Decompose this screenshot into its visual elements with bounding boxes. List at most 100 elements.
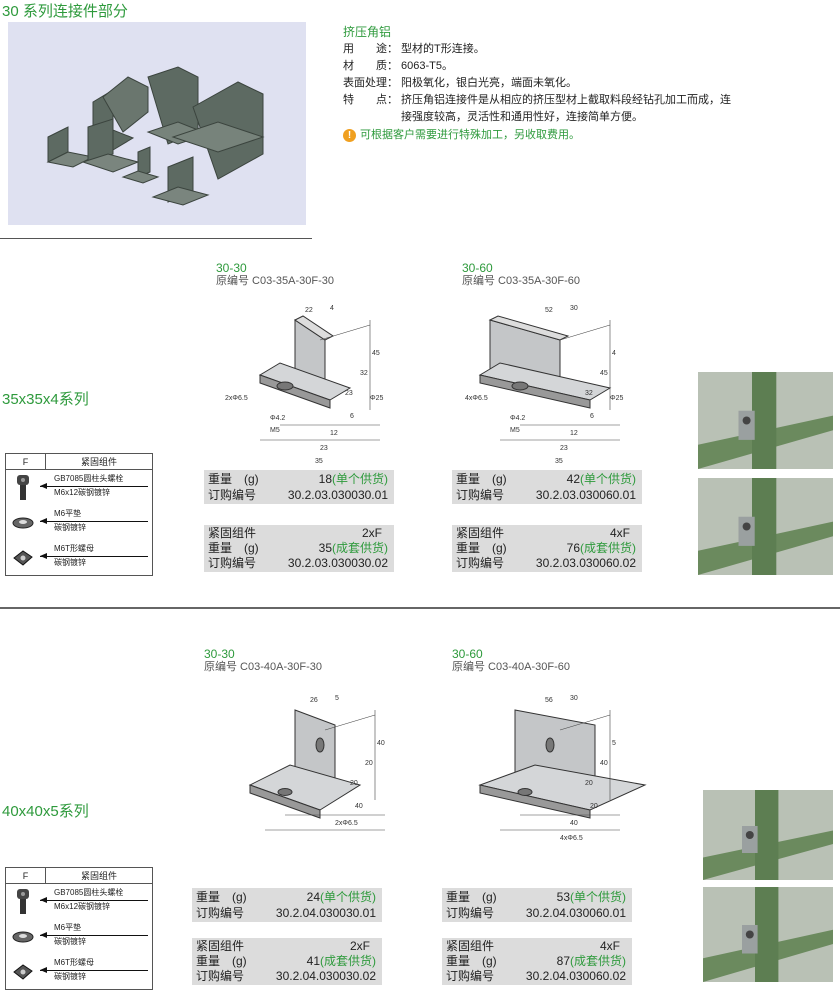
dimension-label: 40 [570, 820, 578, 827]
weight-value: 18 [318, 472, 332, 486]
dimension-label: Φ4.2 [510, 415, 525, 422]
supply-type: (成套供货) [332, 541, 388, 555]
fastener-line2: 碳钢镀锌 [54, 558, 86, 567]
fastener-line1: M6T形螺母 [54, 958, 94, 967]
item-name: 30-30 [204, 647, 235, 661]
col-name: 紧固组件 [80, 457, 117, 467]
weight-value: 41 [306, 954, 320, 968]
weight-label: 重量 (g) [456, 472, 507, 486]
order-number: 30.2.03.030060.02 [535, 556, 636, 570]
order-label: 订购编号 [456, 488, 505, 502]
original-code: 原编号 C03-40A-30F-30 [204, 661, 322, 673]
page-title: 30 系列连接件部分 [2, 3, 128, 20]
order-label: 订购编号 [208, 488, 257, 502]
dimension-label: 32 [585, 390, 593, 397]
socket-bolt-icon [6, 888, 40, 915]
dimension-label: 40 [355, 803, 363, 810]
original-code: 原编号 C03-35A-30F-30 [216, 275, 334, 287]
installation-photo [703, 790, 833, 880]
order-label: 订购编号 [446, 969, 495, 983]
dimension-label: 35 [315, 458, 323, 465]
section-divider [0, 607, 840, 609]
order-number: 30.2.04.030030.01 [275, 906, 376, 920]
dimension-label: 20 [590, 803, 598, 810]
order-number: 30.2.04.030060.01 [525, 906, 626, 920]
dimension-label: 4 [330, 305, 334, 312]
dimension-label: 35 [555, 458, 563, 465]
weight-value: 35 [318, 541, 332, 555]
weight-label: 重量 (g) [456, 541, 507, 555]
fastener-count: 2xF [361, 526, 382, 540]
spec-value: 6063-T5。 [401, 60, 453, 72]
fastener-label: 紧固组件 [456, 526, 505, 540]
socket-bolt-icon [6, 474, 40, 501]
dimension-label: 4 [612, 350, 616, 357]
fastener-line1: M6平垫 [54, 923, 82, 932]
spec-value: 型材的T形连接。 [401, 43, 485, 55]
series-title: 35x35x4系列 [2, 391, 89, 408]
note-text: 可根据客户需要进行特殊加工，另收取费用。 [360, 129, 580, 141]
dimension-label: 45 [372, 350, 380, 357]
order-number: 30.2.03.030030.01 [287, 488, 388, 502]
dimension-label: Φ25 [370, 395, 383, 402]
supply-type: (成套供货) [320, 954, 376, 968]
installation-photo [698, 478, 833, 575]
weight-value: 42 [566, 472, 580, 486]
t-nut-icon [6, 963, 40, 981]
item-name: 30-30 [216, 261, 247, 275]
dimension-label: 45 [600, 370, 608, 377]
order-label: 订购编号 [196, 906, 245, 920]
spec-key: 用 途： [343, 43, 398, 55]
dimension-label: 2xΦ6.5 [225, 395, 248, 402]
dimension-label: 20 [585, 780, 593, 787]
weight-label: 重量 (g) [446, 890, 497, 904]
washer-icon [6, 931, 40, 943]
dimension-label: 4xΦ6.5 [560, 835, 583, 842]
supply-type: (单个供货) [332, 472, 388, 486]
dimension-label: 6 [350, 413, 354, 420]
supply-type: (成套供货) [580, 541, 636, 555]
weight-value: 87 [556, 954, 570, 968]
fastener-label: 紧固组件 [196, 939, 245, 953]
original-code: 原编号 C03-35A-30F-60 [462, 275, 580, 287]
fastener-count: 2xF [349, 939, 370, 953]
dimension-label: 20 [350, 780, 358, 787]
dimension-label: 5 [335, 695, 339, 702]
product-name: 挤压角铝 [343, 25, 392, 39]
dimension-label: 5 [612, 740, 616, 747]
col-f: F [6, 868, 46, 883]
dimension-label: 2xΦ6.5 [335, 820, 358, 827]
dimension-label: 23 [345, 390, 353, 397]
order-label: 订购编号 [456, 556, 505, 570]
fastener-count: 4xF [599, 939, 620, 953]
dimension-label: 22 [305, 307, 313, 314]
divider [0, 238, 312, 239]
spec-key: 特 点： [343, 94, 398, 106]
item-name: 30-60 [452, 647, 483, 661]
order-label: 订购编号 [446, 906, 495, 920]
spec-key: 表面处理： [343, 77, 398, 89]
weight-value: 76 [566, 541, 580, 555]
fastener-line1: M6T形螺母 [54, 544, 94, 553]
fastener-line2: 碳钢镀锌 [54, 937, 86, 946]
dimension-label: 52 [545, 307, 553, 314]
fastener-label: 紧固组件 [446, 939, 495, 953]
weight-label: 重量 (g) [196, 954, 247, 968]
dimension-label: 20 [365, 760, 373, 767]
order-number: 30.2.04.030060.02 [525, 969, 626, 983]
dimension-label: Φ25 [610, 395, 623, 402]
item-name: 30-60 [462, 261, 493, 275]
col-f: F [6, 454, 46, 469]
dimension-label: 6 [590, 413, 594, 420]
dimension-label: M5 [270, 427, 280, 434]
